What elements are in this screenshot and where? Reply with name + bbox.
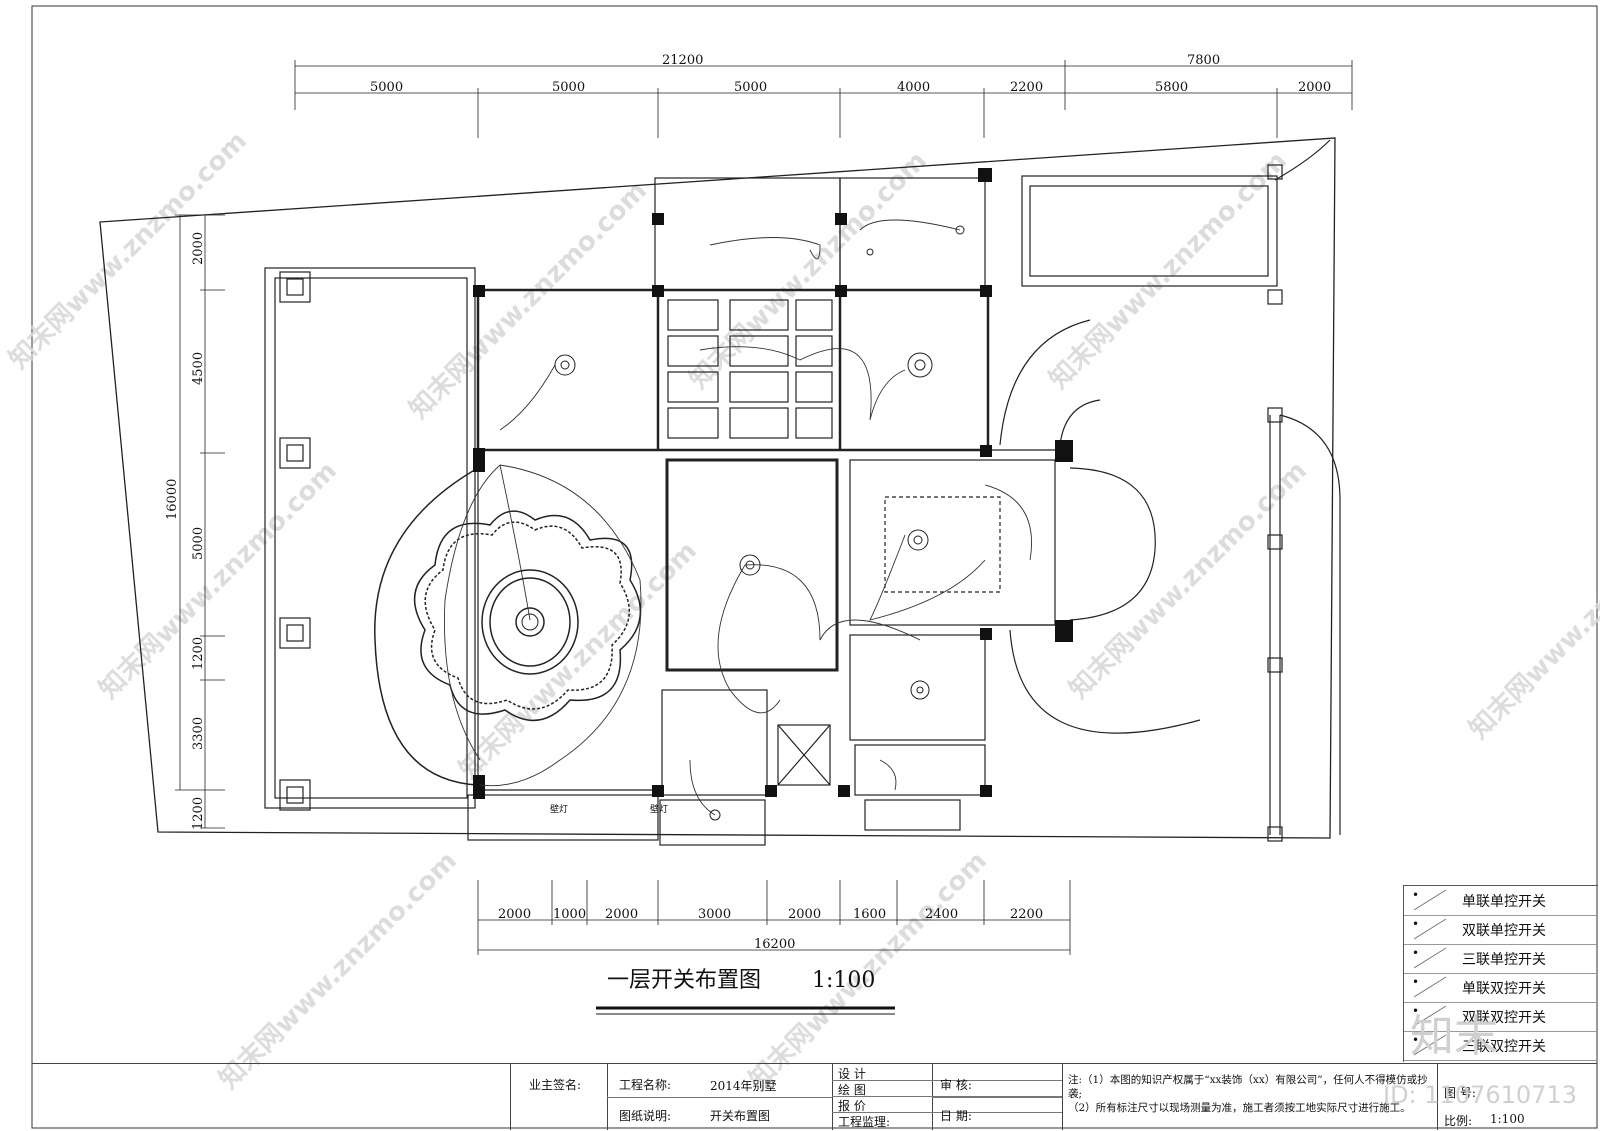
building-walls [264,139,1341,846]
columns [473,168,1073,799]
quote-label: 报 价 [838,1099,866,1113]
watermark-text: 知末网www.znzmo.com [94,456,343,705]
dim-bottom: 2000 [788,907,821,922]
legend-label: 三联双控开关 [1462,1039,1546,1055]
left-dimensions [175,214,225,829]
switch-symbol-icon [1414,1005,1447,1027]
legend-mark: • [1412,975,1420,989]
switch-symbol-icon [1414,976,1447,998]
legend-mark: • [1412,1004,1420,1018]
drawing-title: 一层开关布置图 [607,968,761,993]
switch-symbol-icon [1414,1034,1447,1056]
drawing-no-label: 图 号: [1444,1086,1476,1100]
watermark-group: 知末网www.znzmo.com 知末网www.znzmo.com 知末网www… [4,126,1600,1095]
dimension-note: （2）所有标注尺寸以现场测量为准，施工者须按工地实际尺寸进行施工。 [1068,1102,1411,1114]
draw-label: 绘 图 [838,1083,866,1097]
legend-label: 双联双控开关 [1462,1010,1546,1026]
project-name-label: 工程名称: [619,1078,672,1092]
dim-left: 2000 [191,232,206,265]
legend-row: • 三联单控开关 [1404,944,1598,974]
wall-lamp-label: 壁灯 [650,803,668,815]
switch-symbol-icon [1414,889,1447,911]
legend-label: 双联单控开关 [1462,923,1546,939]
dim-top: 5000 [552,80,585,95]
dim-bottom: 1000 [553,907,586,922]
watermark-text: 知末网www.znzmo.com [214,846,463,1095]
dim-top: 2000 [1298,80,1331,95]
legend-mark: • [1412,917,1420,931]
dim-top: 5000 [734,80,767,95]
dim-bottom: 2400 [925,907,958,922]
dim-left: 1200 [191,797,206,830]
dim-left: 4500 [191,352,206,385]
drawing-desc: 开关布置图 [710,1109,771,1123]
dim-top: 5800 [1155,80,1188,95]
drawing-scale: 1:100 [812,968,875,993]
scale-label: 比例: [1444,1114,1473,1128]
dim-bottom: 2200 [1010,907,1043,922]
design-label: 设 计 [838,1067,866,1081]
watermark-text: 知末网www.znzmo.com [684,146,933,395]
dim-left: 3300 [191,717,206,750]
drawing-desc-label: 图纸说明: [619,1109,672,1123]
bottom-dimensions [477,880,1071,955]
dim-top: 2200 [1010,80,1043,95]
switch-wiring [444,219,1032,816]
dim-top-total-2: 7800 [1187,53,1220,68]
dim-bottom: 2000 [605,907,638,922]
flower-ceiling [413,510,642,722]
legend-label: 三联单控开关 [1462,952,1546,968]
verandah-pillars [279,164,1283,842]
legend-row: • 单联双控开关 [1404,973,1598,1003]
wall-lamp-label: 壁灯 [550,803,568,815]
legend-mark: • [1412,1033,1420,1047]
legend-mark: • [1412,946,1420,960]
legend-row: • 三联双控开关 [1404,1031,1598,1061]
switch-symbol-icon [1414,918,1447,940]
watermark-id: ID: 1107610713 [1383,1081,1577,1109]
dim-top-total-1: 21200 [662,53,703,68]
watermark-text: 知末网www.znzmo.com [1464,496,1600,745]
top-dimensions [294,60,1353,138]
legend-mark: • [1412,888,1420,902]
copyright-note: 注:（1）本图的知识产权属于“xx装饰（xx）有限公司”，任何人不得模仿或抄袭; [1068,1074,1428,1100]
watermark-text: 知末网www.znzmo.com [4,126,253,375]
supervisor-label: 工程监理: [838,1115,891,1129]
light-fixtures [521,225,965,821]
watermark-text: 知末网www.znzmo.com [1064,456,1313,705]
project-name: 2014年别墅 [710,1079,777,1093]
dim-bottom-total: 16200 [754,937,795,952]
dim-bottom: 3000 [698,907,731,922]
legend-row: • 双联单控开关 [1404,915,1598,945]
watermark-text: 知末网www.znzmo.com [454,536,703,785]
dim-bottom: 2000 [498,907,531,922]
dim-top: 5000 [370,80,403,95]
watermark-logo: 知末 [1410,1011,1498,1062]
review-label: 审 核: [940,1078,972,1092]
title-block: 业主签名: 工程名称: 2014年别墅 图纸说明: 开关布置图 设 计 绘 图 … [32,1063,1597,1130]
date-label: 日 期: [940,1109,972,1123]
legend-label: 单联单控开关 [1462,894,1546,910]
watermark-text: 知末网www.znzmo.com [404,176,653,425]
switch-legend: • 单联单控开关 • 双联单控开关 • 三联单控开关 • 单联双控开关 • 双联… [1403,885,1598,1062]
legend-label: 单联双控开关 [1462,981,1546,997]
scale-value: 1:100 [1490,1112,1525,1126]
switch-symbol-icon [1414,947,1447,969]
owner-sign-label: 业主签名: [529,1078,582,1092]
legend-row: • 双联双控开关 [1404,1002,1598,1032]
dim-left: 5000 [191,527,206,560]
dim-top: 4000 [897,80,930,95]
dim-left-total: 16000 [165,479,180,520]
dim-left: 1200 [191,637,206,670]
legend-row: • 单联单控开关 [1404,886,1598,916]
watermark-text: 知末网www.znzmo.com [1044,146,1293,395]
dim-bottom: 1600 [853,907,886,922]
